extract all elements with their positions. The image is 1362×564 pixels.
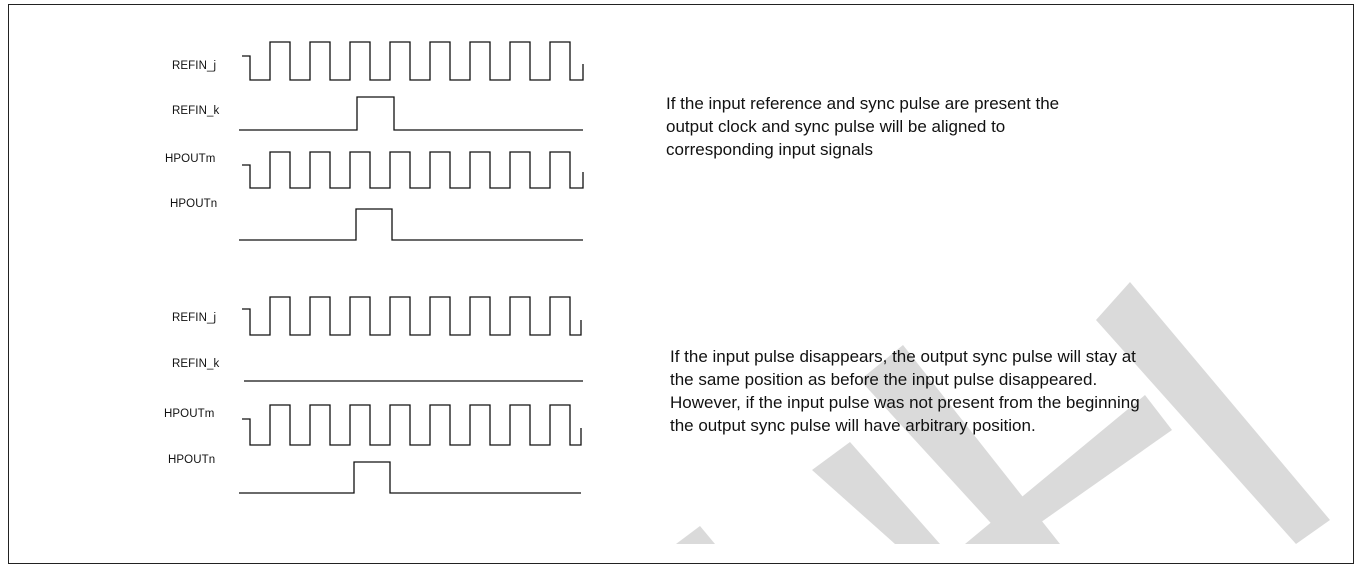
waveform-refin-k: [239, 96, 583, 131]
signal-label-refin-j: REFIN_j: [172, 60, 217, 72]
waveform-hpoutn: [239, 461, 581, 494]
watermark: [676, 282, 1330, 544]
signal-label-hpoutm: HPOUTm: [165, 153, 216, 165]
caption-aligned: If the input reference and sync pulse ar…: [666, 94, 1060, 159]
waveform-refin-j: [242, 296, 582, 336]
signal-label-hpoutn: HPOUTn: [170, 198, 218, 210]
waveform-hpoutm: [242, 404, 582, 446]
waveform-hpoutm: [242, 151, 584, 189]
timing-waveforms: [239, 41, 584, 494]
signal-label-refin-k: REFIN_k: [172, 358, 220, 370]
signal-label-hpoutn: HPOUTn: [168, 454, 216, 466]
caption-pulse-disappears: If the input pulse disappears, the outpu…: [670, 347, 1140, 435]
signal-label-refin-j: REFIN_j: [172, 312, 217, 324]
waveform-hpoutn: [239, 208, 583, 241]
waveform-refin-j: [242, 41, 584, 81]
signal-label-refin-k: REFIN_k: [172, 105, 220, 117]
signal-label-hpoutm: HPOUTm: [164, 408, 215, 420]
